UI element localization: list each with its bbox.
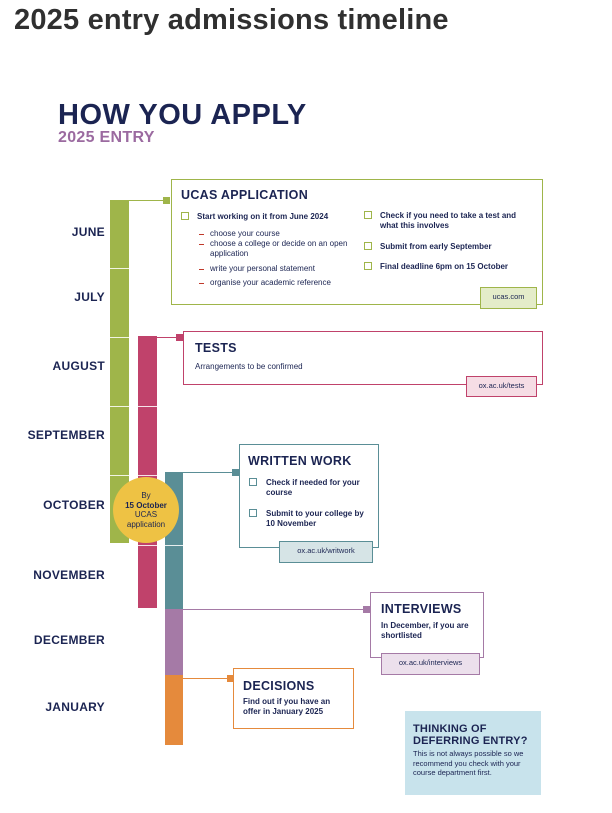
checkbox-icon (181, 212, 189, 220)
decisions-connector-end (227, 675, 234, 682)
written-work-item: Check if needed for your course (266, 478, 360, 497)
dash-bullet (199, 269, 204, 270)
ucas-application-box (171, 179, 543, 305)
decisions-text: Find out if you have an offer in January… (243, 697, 331, 716)
checkbox-icon (364, 242, 372, 250)
ucas-sub-item: choose your course (210, 229, 280, 238)
interviews-text: In December, if you are shortlisted (381, 621, 469, 640)
month-divider (110, 475, 129, 476)
written-work-box-title: WRITTEN WORK (248, 454, 352, 468)
ucas-box-title: UCAS APPLICATION (181, 188, 309, 202)
deferring-text: This is not always possible so we recomm… (413, 749, 524, 777)
month-divider (110, 268, 129, 269)
tests-link[interactable]: ox.ac.uk/tests (466, 376, 537, 397)
deadline-text: By (141, 491, 151, 500)
interviews-connector (183, 609, 364, 611)
month-divider (138, 545, 157, 546)
month-label-january: JANUARY (45, 700, 105, 714)
tests-box-title: TESTS (195, 341, 237, 355)
month-label-september: SEPTEMBER (27, 428, 105, 442)
ucas-deadline-circle: By 15 October UCAS application (113, 477, 179, 543)
deadline-text: UCAS (134, 510, 158, 519)
month-label-july: JULY (74, 290, 105, 304)
diagram-heading: HOW YOU APPLY (58, 99, 307, 131)
written-work-connector-end (232, 469, 239, 476)
interviews-box-title: INTERVIEWS (381, 602, 462, 616)
dash-bullet (199, 244, 204, 245)
ucas-right-item: Check if you need to take a test and wha… (380, 211, 517, 230)
ucas-right-item: Submit from early September (380, 242, 492, 251)
checkbox-icon (249, 478, 257, 486)
interviews-link[interactable]: ox.ac.uk/interviews (381, 653, 480, 675)
checkbox-icon (364, 262, 372, 270)
ucas-timeline-bar (110, 200, 129, 543)
ucas-start-item: Start working on it from June 2024 (197, 212, 329, 221)
interviews-timeline-bar (165, 609, 183, 675)
decisions-timeline-bar (165, 675, 183, 745)
month-label-december: DECEMBER (33, 633, 105, 647)
written-work-connector (183, 472, 233, 474)
month-label-june: JUNE (71, 225, 105, 239)
interviews-box (370, 592, 484, 658)
deadline-text: application (126, 519, 166, 529)
diagram-subheading: 2025 ENTRY (58, 129, 155, 146)
ucas-connector-end (163, 197, 170, 204)
month-label-november: NOVEMBER (33, 568, 105, 582)
month-divider (110, 406, 129, 407)
month-divider (138, 406, 157, 407)
month-divider (138, 475, 157, 476)
ucas-sub-item: organise your academic reference (210, 278, 331, 287)
tests-connector (157, 337, 177, 339)
dash-bullet (199, 234, 204, 235)
deferring-entry-box: THINKING OF DEFERRING ENTRY? This is not… (405, 711, 541, 795)
tests-connector-end (176, 334, 183, 341)
month-divider (165, 545, 183, 546)
page-title: 2025 entry admissions timeline (14, 4, 449, 36)
interviews-connector-end (363, 606, 370, 613)
ucas-link[interactable]: ucas.com (480, 287, 537, 309)
written-work-item: Submit to your college by 10 November (266, 509, 364, 528)
dash-bullet (199, 283, 204, 284)
checkbox-icon (249, 509, 257, 517)
decisions-connector (183, 678, 228, 680)
month-label-october: OCTOBER (43, 498, 105, 512)
month-label-august: AUGUST (52, 359, 105, 373)
deferring-title: THINKING OF DEFERRING ENTRY? (413, 723, 528, 747)
decisions-box-title: DECISIONS (243, 679, 315, 693)
deadline-date: 15 October (125, 500, 167, 510)
tests-text: Arrangements to be confirmed (195, 362, 303, 371)
written-work-box (239, 444, 379, 548)
ucas-connector (129, 200, 165, 202)
written-work-link[interactable]: ox.ac.uk/writwork (279, 541, 373, 563)
ucas-sub-item: choose a college or decide on an open ap… (210, 239, 348, 258)
ucas-right-item: Final deadline 6pm on 15 October (380, 262, 509, 271)
decisions-box (233, 668, 354, 729)
tests-timeline-bar (138, 336, 157, 608)
month-divider (110, 337, 129, 338)
checkbox-icon (364, 211, 372, 219)
ucas-sub-item: write your personal statement (210, 264, 315, 273)
